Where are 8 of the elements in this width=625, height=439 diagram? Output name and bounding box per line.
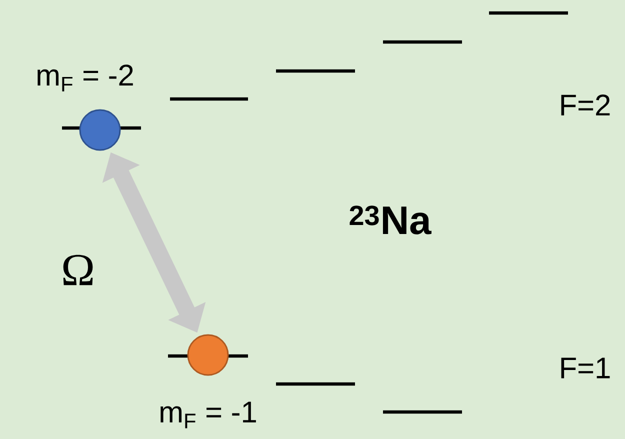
level-label: F=1 [561,358,610,378]
state-label: m$_{F}$ = -1 [160,402,256,428]
state-label: m$_{F}$ = -2 [38,64,133,92]
atom-circle [79,109,121,151]
edge-label: Ω [63,254,93,286]
level-label: $^{23}$Na [350,206,432,234]
level-label: F=2 [561,94,610,116]
atom-circle [187,334,229,376]
